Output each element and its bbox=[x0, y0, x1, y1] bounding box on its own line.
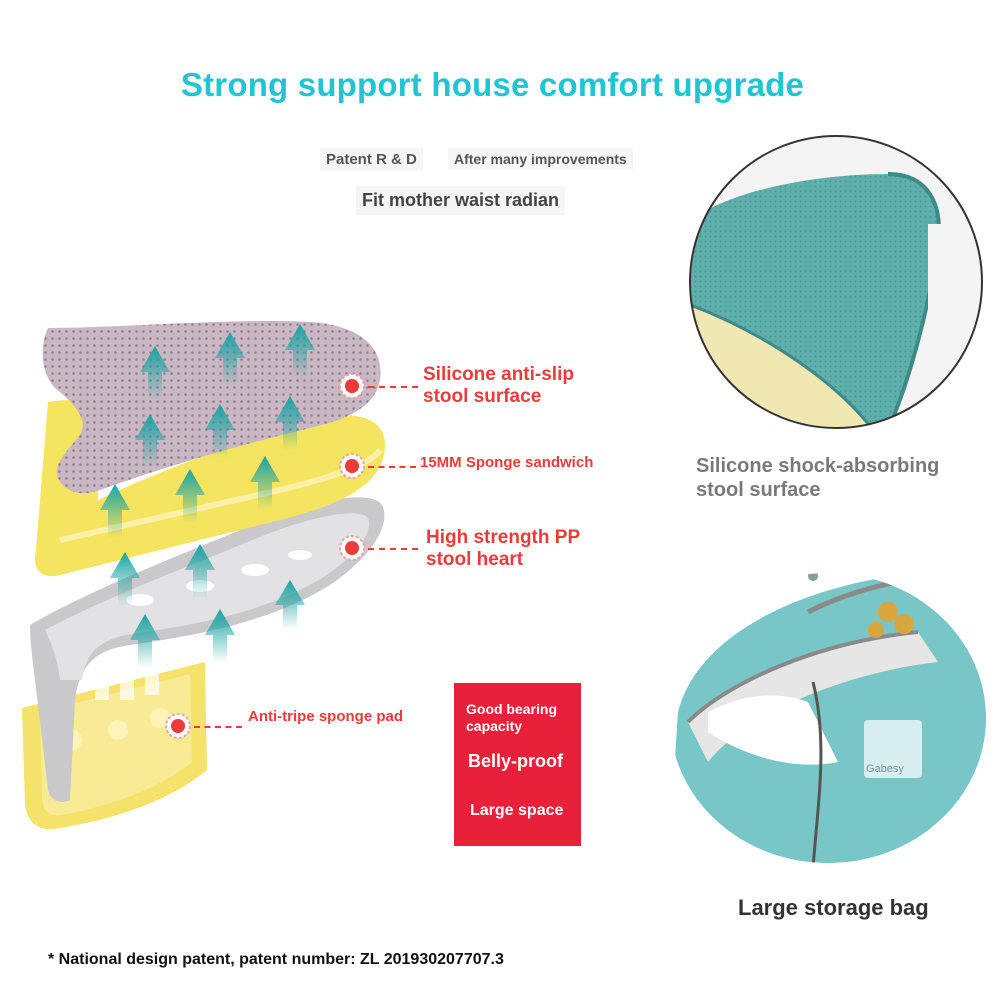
page-title: Strong support house comfort upgrade bbox=[180, 66, 805, 103]
leader-line-sponge bbox=[368, 466, 416, 468]
callout-pp-line1: High strength PP bbox=[426, 527, 581, 548]
mesh-surface-closeup bbox=[689, 135, 983, 429]
callout-dots bbox=[165, 373, 365, 739]
callout-silicone-line2: stool surface bbox=[423, 386, 542, 407]
callout-anti-tripe: Anti-tripe sponge pad bbox=[248, 708, 403, 725]
caption-shock-line2: stool surface bbox=[696, 479, 821, 501]
callout-pp-line2: stool heart bbox=[426, 549, 524, 570]
seat-layers-illustration bbox=[22, 321, 385, 830]
tag-fit: Fit mother waist radian bbox=[356, 186, 566, 215]
feature-bearing: Good bearing capacity bbox=[466, 701, 557, 734]
callout-sponge: 15MM Sponge sandwich bbox=[420, 454, 594, 471]
feature-box: Good bearing capacity Belly-proof Large … bbox=[454, 683, 581, 846]
bag-logo: Gabesy bbox=[866, 763, 904, 775]
tag-patent: Patent R & D bbox=[320, 148, 423, 171]
callout-silicone-line1: Silicone anti-slip bbox=[423, 364, 574, 385]
patent-footnote: * National design patent, patent number:… bbox=[48, 951, 504, 968]
callout-pp: High strength PP stool heart bbox=[426, 527, 580, 571]
leader-line-silicone bbox=[368, 386, 418, 388]
feature-large-space: Large space bbox=[470, 802, 564, 819]
callout-silicone: Silicone anti-slip stool surface bbox=[423, 364, 574, 408]
leader-line-anti-tripe bbox=[194, 726, 242, 728]
airflow-arrows bbox=[100, 324, 315, 668]
leader-line-pp bbox=[368, 548, 418, 550]
feature-belly-proof: Belly-proof bbox=[468, 751, 564, 771]
tag-improvements: After many improvements bbox=[448, 148, 633, 170]
caption-shock-absorbing: Silicone shock-absorbing stool surface bbox=[696, 454, 939, 502]
storage-bag-closeup: Gabesy bbox=[670, 573, 986, 863]
caption-shock-line1: Silicone shock-absorbing bbox=[696, 455, 940, 477]
caption-storage-bag: Large storage bag bbox=[738, 895, 929, 920]
